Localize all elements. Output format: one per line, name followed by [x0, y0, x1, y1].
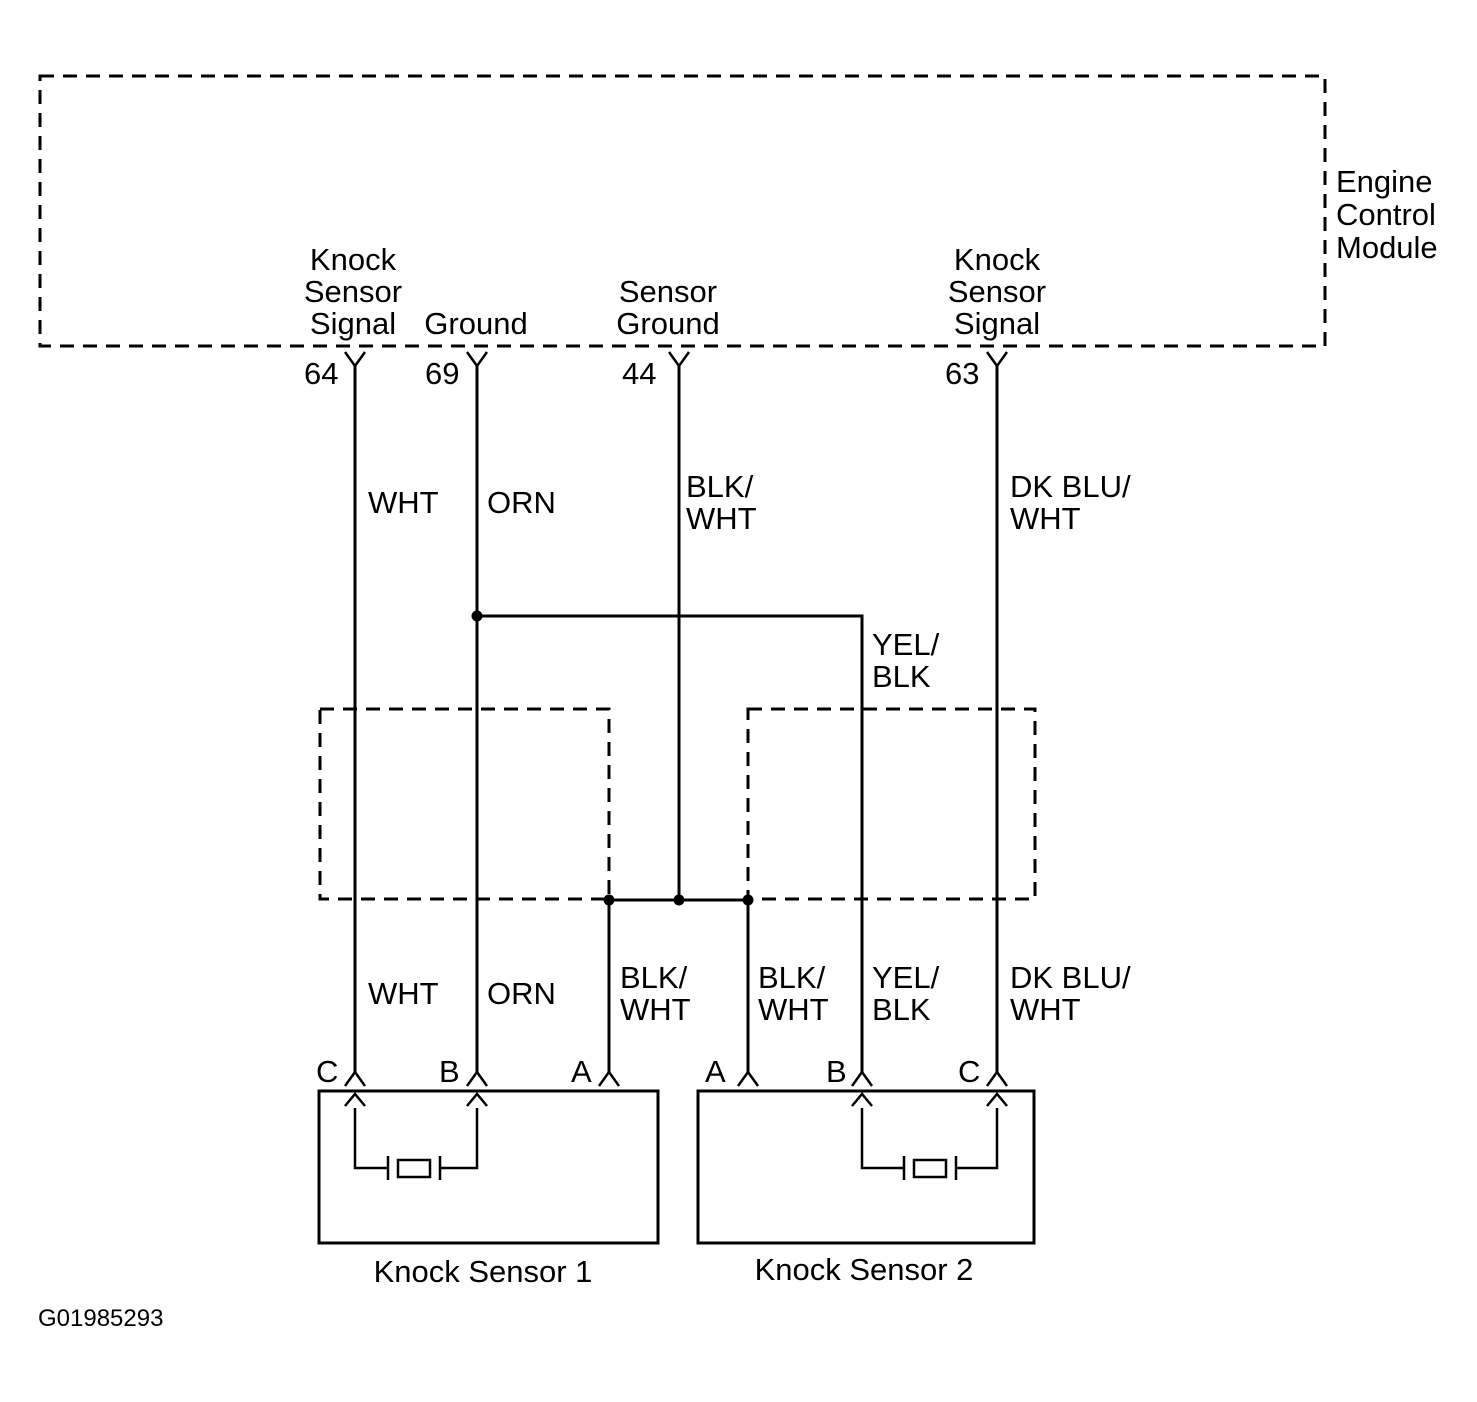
knock-sensor-1-box	[317, 1089, 660, 1245]
svg-text:Ground: Ground	[616, 306, 719, 341]
svg-text:Sensor: Sensor	[948, 274, 1046, 309]
ecm-name: Engine Control Module	[1336, 164, 1438, 265]
svg-text:YEL/: YEL/	[872, 960, 940, 995]
svg-text:Sensor: Sensor	[304, 274, 402, 309]
knock-sensor-2-box	[696, 1089, 1036, 1245]
piezo-element-icon	[344, 1092, 488, 1180]
pin-64-label: Knock Sensor Signal	[304, 242, 402, 341]
svg-text:Knock: Knock	[954, 242, 1041, 277]
pin-number-69: 69	[425, 356, 459, 391]
connector-symbol	[343, 1069, 1009, 1087]
piezo-element-icon	[851, 1092, 1008, 1180]
splice-dot	[673, 894, 685, 906]
ecm-outline	[38, 74, 1327, 348]
svg-text:Knock: Knock	[310, 242, 397, 277]
pin-number-63: 63	[945, 356, 979, 391]
svg-text:WHT: WHT	[1010, 501, 1081, 536]
svg-text:BLK: BLK	[872, 659, 931, 694]
wire-label: BLK/ WHT	[620, 960, 691, 1027]
wire-label: DK BLU/ WHT	[1010, 469, 1131, 536]
splice-dot	[603, 894, 615, 906]
wire-label: BLK/ WHT	[758, 960, 829, 1027]
wire-label: DK BLU/ WHT	[1010, 960, 1131, 1027]
pin-44-label: Sensor Ground	[616, 274, 719, 341]
svg-text:Signal: Signal	[954, 306, 1040, 341]
splice-dot	[471, 610, 483, 622]
pin-letter: C	[316, 1054, 338, 1089]
svg-text:WHT: WHT	[686, 501, 757, 536]
figure-id: G01985293	[38, 1305, 163, 1332]
pin-69-label: Ground	[424, 306, 527, 341]
pin-letter: A	[705, 1054, 726, 1089]
svg-text:Sensor: Sensor	[619, 274, 717, 309]
shield-outline-1	[318, 707, 611, 901]
svg-text:DK BLU/: DK BLU/	[1010, 960, 1131, 995]
svg-text:BLK/: BLK/	[758, 960, 826, 995]
pin-number-44: 44	[622, 356, 656, 391]
pin-letter: B	[439, 1054, 460, 1089]
svg-text:WHT: WHT	[758, 992, 829, 1027]
wire-yel-blk	[477, 614, 864, 1072]
wire-label: WHT	[368, 485, 439, 520]
knock-sensor-1-label: Knock Sensor 1	[374, 1254, 593, 1289]
wire-label: BLK/ WHT	[686, 469, 757, 536]
svg-text:Engine: Engine	[1336, 164, 1433, 199]
pin-number-64: 64	[304, 356, 338, 391]
svg-text:BLK: BLK	[872, 992, 931, 1027]
pin-letter: B	[826, 1054, 847, 1089]
wire-label: YEL/ BLK	[872, 960, 940, 1027]
wire-label: WHT	[368, 976, 439, 1011]
svg-text:WHT: WHT	[1010, 992, 1081, 1027]
svg-text:BLK/: BLK/	[686, 469, 754, 504]
svg-text:Ground: Ground	[424, 306, 527, 341]
pin-63-label: Knock Sensor Signal	[948, 242, 1046, 341]
shield-outline-2	[746, 707, 1037, 901]
wire-label: YEL/ BLK	[872, 627, 940, 694]
svg-text:Module: Module	[1336, 230, 1438, 265]
svg-text:WHT: WHT	[620, 992, 691, 1027]
wire-label: ORN	[487, 485, 556, 520]
svg-text:BLK/: BLK/	[620, 960, 688, 995]
knock-sensor-2-label: Knock Sensor 2	[755, 1252, 974, 1287]
svg-text:DK BLU/: DK BLU/	[1010, 469, 1131, 504]
svg-text:Control: Control	[1336, 197, 1436, 232]
pin-letter: A	[571, 1054, 592, 1089]
svg-text:YEL/: YEL/	[872, 627, 940, 662]
wire-label: ORN	[487, 976, 556, 1011]
pin-letter: C	[958, 1054, 980, 1089]
svg-text:Signal: Signal	[310, 306, 396, 341]
